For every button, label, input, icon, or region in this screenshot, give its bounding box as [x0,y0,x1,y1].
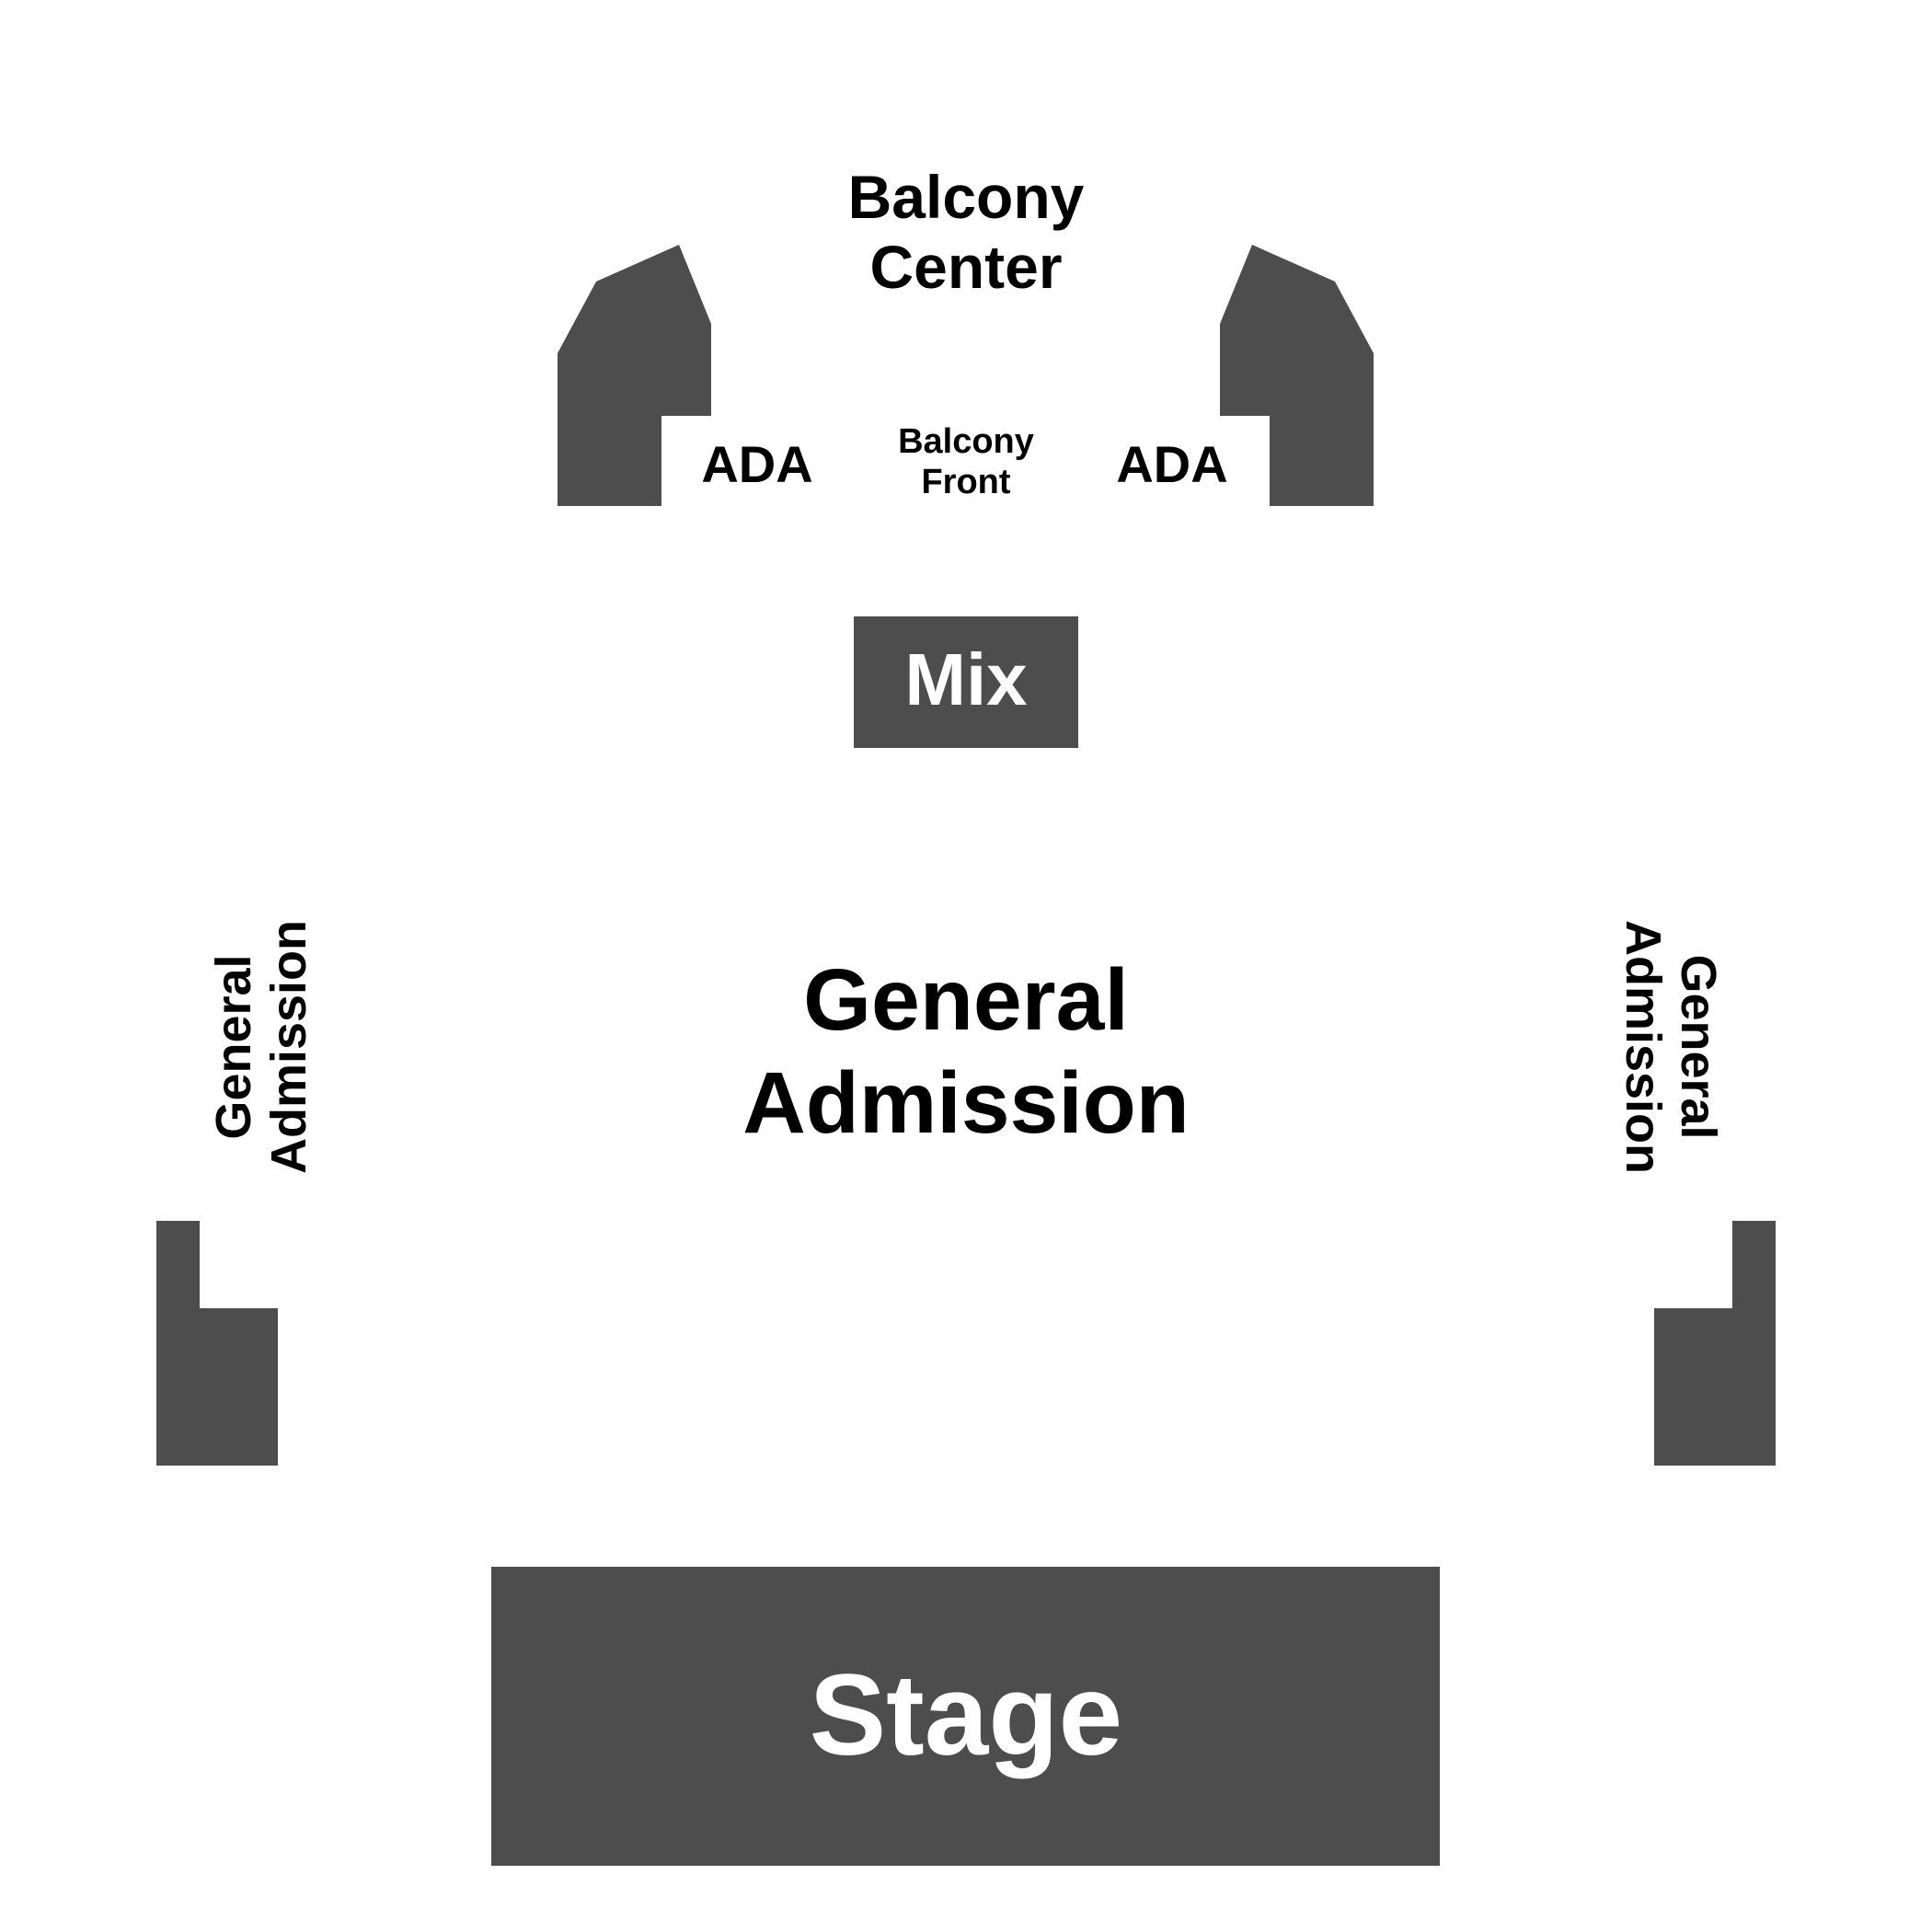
ada-right-label: ADA [1116,435,1227,493]
general-admission-left-label-line2: Admission [261,920,316,1174]
stage-label: Stage [810,1651,1122,1779]
general-admission-center-label-line1: General [803,951,1129,1049]
right-side-block [1654,1221,1776,1466]
balcony-left-wing-block [558,245,711,506]
section-balcony-center[interactable]: Balcony Center [848,163,1085,301]
section-general-admission-center[interactable]: General Admission [742,951,1190,1152]
section-ada-right[interactable]: ADA [1116,435,1227,493]
section-general-admission-left[interactable]: General Admission [206,920,316,1174]
general-admission-left-label-line1: General [206,954,261,1139]
general-admission-right-label-line2: Admission [1616,920,1671,1174]
general-admission-right-label-line1: General [1671,954,1726,1139]
balcony-center-label-line1: Balcony [848,163,1085,231]
mix-label: Mix [904,638,1027,720]
balcony-right-wing-block [1220,245,1374,506]
balcony-front-label-line1: Balcony [898,422,1034,461]
balcony-center-label-line2: Center [869,233,1062,301]
mix-area: Mix [854,616,1078,748]
balcony-front-label-line2: Front [921,463,1010,501]
ada-left-label: ADA [701,435,812,493]
mix-block [854,616,1078,748]
general-admission-center-label-line2: Admission [742,1054,1190,1152]
stage-area: Stage [491,1567,1440,1866]
section-general-admission-right[interactable]: General Admission [1616,920,1726,1174]
left-side-block [156,1221,278,1466]
section-balcony-front[interactable]: Balcony Front [898,422,1034,501]
stage-block [491,1567,1440,1866]
section-ada-left[interactable]: ADA [701,435,812,493]
